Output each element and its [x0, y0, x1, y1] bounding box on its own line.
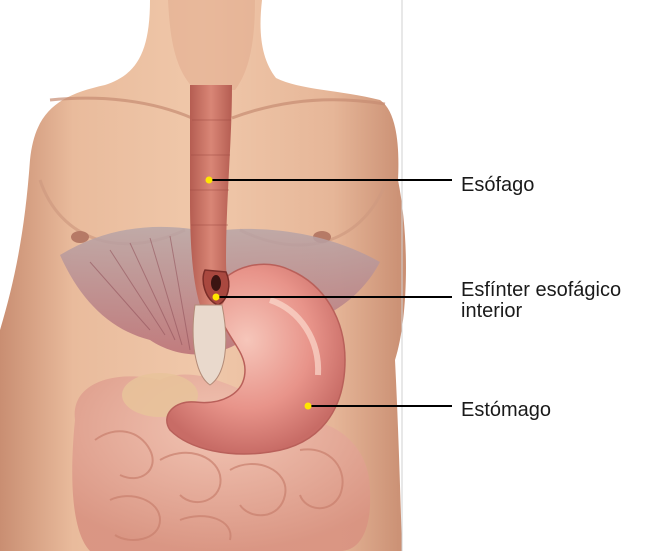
label-sphincter-line2: interior	[461, 301, 621, 322]
label-esophagus: Esófago	[461, 175, 534, 195]
label-sphincter: Esfínter esofágico interior	[461, 280, 621, 322]
label-stomach: Estómago	[461, 400, 551, 420]
marker-dot-esophagus	[206, 177, 213, 184]
sphincter-opening	[211, 275, 221, 291]
label-sphincter-line1: Esfínter esofágico	[461, 280, 621, 301]
marker-dot-stomach	[305, 403, 312, 410]
nipple-left	[71, 231, 89, 243]
marker-dot-sphincter	[213, 294, 220, 301]
